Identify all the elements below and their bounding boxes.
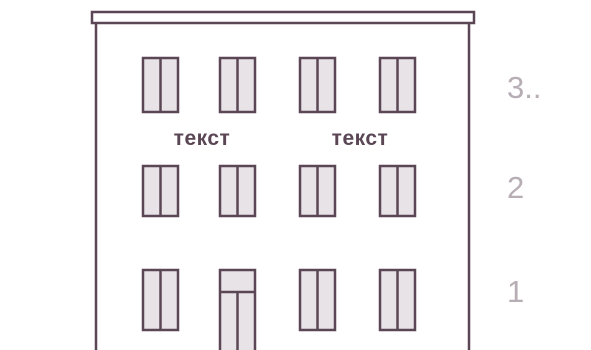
- floor-number-3: 3..: [507, 70, 541, 105]
- window: [380, 270, 415, 330]
- window: [143, 166, 178, 216]
- window: [300, 270, 335, 330]
- sign-left: текст: [174, 127, 231, 150]
- sign-right: текст: [332, 127, 389, 150]
- window: [220, 58, 255, 112]
- window: [380, 58, 415, 112]
- window: [300, 58, 335, 112]
- entrance-door: [220, 270, 255, 350]
- floor-2-windows: [143, 166, 415, 216]
- floor-number-2: 2: [507, 170, 524, 205]
- window: [143, 58, 178, 112]
- floor-3-windows: [143, 58, 415, 112]
- roof-cornice: [92, 12, 474, 23]
- window: [300, 166, 335, 216]
- floor-number-1: 1: [507, 274, 524, 309]
- window: [380, 166, 415, 216]
- window: [143, 270, 178, 330]
- window: [220, 166, 255, 216]
- floor-1-windows: [143, 270, 415, 330]
